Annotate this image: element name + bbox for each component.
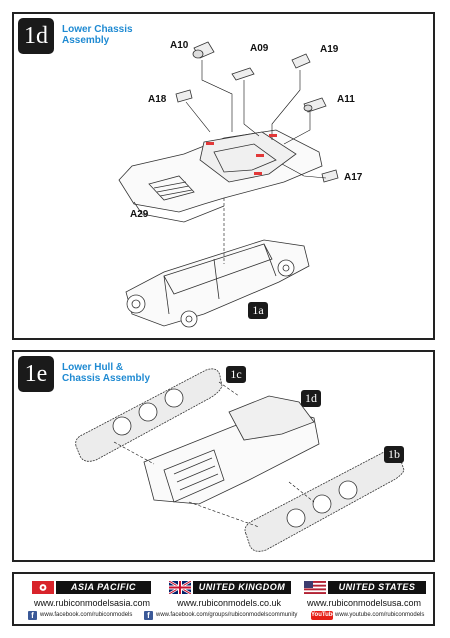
step-1d-panel: 1d Lower Chassis Assembly A10 A09 A19 A1… [12, 12, 435, 340]
part-label-a17: A17 [344, 172, 363, 183]
website-link-uk[interactable]: www.rubiconmodels.co.uk [176, 598, 282, 608]
youtube-icon: YouTube [311, 611, 336, 620]
step-title: Lower Hull & Chassis Assembly [62, 362, 150, 384]
youtube-channel-link[interactable]: www.youtube.com/rubiconmodels [335, 612, 425, 618]
facebook-icon: f [28, 611, 37, 620]
part-label-a09: A09 [250, 43, 269, 54]
uk-flag-icon [168, 579, 192, 596]
step-number-badge: 1e [18, 356, 54, 392]
step-title-line2: Assembly [62, 35, 110, 46]
region-label-united-states: UNITED STATES [328, 581, 426, 594]
reference-badge-1b: 1b [384, 446, 404, 463]
reference-badge-1c: 1c [226, 366, 246, 383]
website-link-us[interactable]: www.rubiconmodelsusa.com [306, 598, 422, 608]
step-1e-panel: 1e Lower Hull & Chassis Assembly 1c 1d 1… [12, 350, 435, 562]
facebook-group-link[interactable]: www.facebook.com/groups/rubiconmodelscom… [156, 612, 298, 618]
step-title-line1: Lower Chassis [62, 24, 133, 35]
region-label-united-kingdom: UNITED KINGDOM [193, 581, 291, 594]
reference-badge-1d: 1d [301, 390, 321, 407]
part-label-a29: A29 [130, 209, 149, 220]
part-label-a10: A10 [170, 40, 189, 51]
region-label-asia-pacific: ASIA PACIFIC [56, 581, 151, 594]
step-title-line2: Chassis Assembly [62, 373, 151, 384]
part-label-a11: A11 [337, 94, 355, 105]
reference-badge-1a: 1a [248, 302, 268, 319]
part-label-a19: A19 [320, 44, 339, 55]
lower-hull-drawing [75, 368, 405, 552]
us-flag-icon [304, 581, 326, 594]
lower-chassis-drawing [118, 41, 339, 328]
step-title-line1: Lower Hull & [62, 362, 124, 373]
step-title: Lower Chassis Assembly [62, 24, 133, 46]
facebook-icon: f [144, 611, 153, 620]
part-label-a18: A18 [148, 94, 167, 105]
facebook-page-link[interactable]: www.facebook.com/rubiconmodels [40, 612, 133, 618]
step-number-badge: 1d [18, 18, 54, 54]
footer: ASIA PACIFIC www.rubiconmodelsasia.com U… [12, 572, 435, 626]
website-link-asia[interactable]: www.rubiconmodelsasia.com [33, 598, 151, 608]
hong-kong-flag-icon [32, 581, 54, 594]
